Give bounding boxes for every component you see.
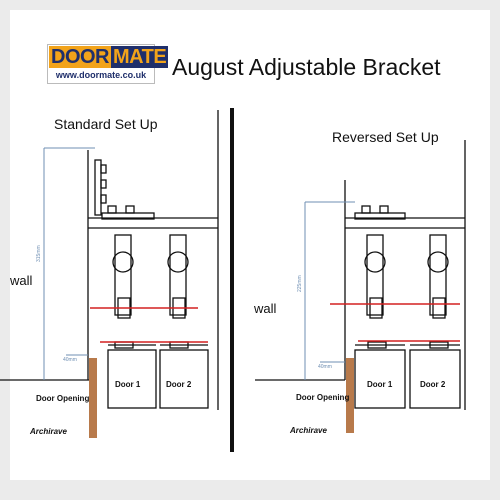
standard-door-1-label: Door 1 [115,380,141,389]
standard-top-bolt [107,205,117,214]
reversed-adjuster-2 [432,297,446,319]
standard-architrave [89,358,97,438]
standard-door-2 [159,349,209,409]
standard-bracket-tab [100,164,107,174]
standard-diagram [0,110,219,438]
reversed-door-1-label: Door 1 [367,380,393,389]
standard-wall-bracket [94,159,102,216]
page-title: August Adjustable Bracket [172,54,441,80]
standard-wall-label: wall [10,273,33,288]
reversed-height-dim-label: 225mm [297,275,303,292]
standard-hanger-1 [114,234,132,316]
reversed-heading: Reversed Set Up [332,129,439,145]
standard-bracket-tab [100,194,107,204]
standard-height-dim-label: 315mm [36,245,42,262]
logo-url: www.doormate.co.uk [55,70,147,80]
standard-gap-dim-label: 40mm [63,357,77,363]
standard-top-bolt [125,205,135,214]
standard-wheel-2 [167,251,189,273]
reversed-diagram [255,140,466,433]
reversed-door-plate-2 [429,341,449,349]
standard-door-1 [107,349,157,409]
reversed-adjuster-1 [369,297,383,319]
standard-heading: Standard Set Up [54,116,158,132]
logo-word-mate: MATE [111,46,169,68]
reversed-wheel-1 [364,251,386,273]
reversed-wheel-2 [427,251,449,273]
reversed-gap-dim-label: 40mm [318,364,332,370]
reversed-top-bolt [379,205,389,214]
reversed-door-1 [354,349,406,409]
reversed-wall-label: wall [254,301,277,316]
reversed-opening-label: Door Opening [296,393,350,402]
reversed-door-2-label: Door 2 [420,380,446,389]
standard-wheel-1 [112,251,134,273]
standard-hanger-2 [169,234,187,316]
reversed-hanger-1 [366,234,384,316]
standard-archrave-label: Archirave [30,427,67,436]
reversed-archrave-label: Archirave [290,426,327,435]
reversed-hanger-2 [429,234,447,316]
reversed-top-bolt [361,205,371,214]
standard-bracket-tab [100,179,107,189]
reversed-door-plate-1 [367,341,387,349]
standard-opening-label: Door Opening [36,394,90,403]
logo-word-door: DOOR [49,46,111,68]
reversed-door-2 [409,349,461,409]
standard-door-2-label: Door 2 [166,380,192,389]
reversed-architrave [346,358,354,433]
